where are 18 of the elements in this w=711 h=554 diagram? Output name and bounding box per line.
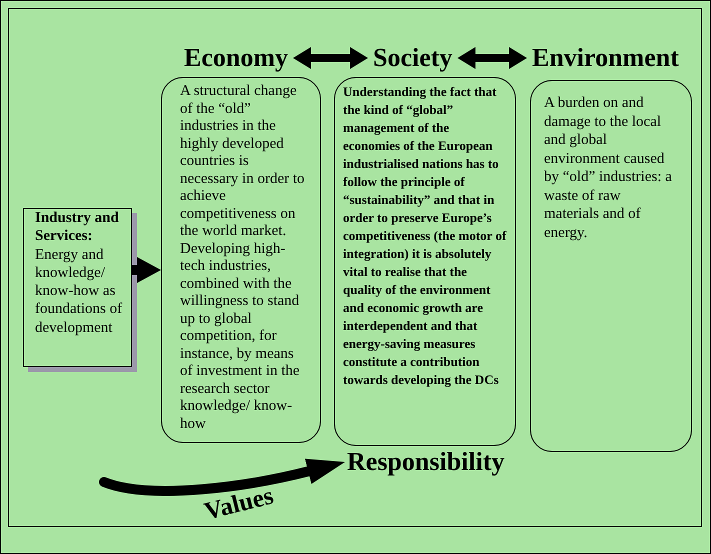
edge-label: Values	[202, 483, 276, 525]
box-text: Energy and knowledge/ know-how as foundations of development	[35, 246, 124, 338]
heading-text: Society	[373, 43, 452, 73]
panel-text: Understanding the fact that the kind of “global” management of the economies of the European industrialised nations has to follow the principle of “sustainability” and that in order to preserve Europe’s competitiveness (the motor of integration) it is absolutely vital to realise that the quality of the environment and economic growth are interdependent and that energy-saving measures constitute a contribution towards developing the DCs	[343, 83, 508, 389]
panel-text: A burden on and damage to the local and global environment caused by “old” industries: a waste of raw materials and of energy.	[544, 94, 673, 242]
heading-text: Economy	[184, 43, 288, 73]
arrow	[132, 257, 161, 283]
rounded-panel	[161, 77, 321, 443]
double-arrow	[457, 47, 527, 69]
heading-text: Environment	[532, 43, 679, 73]
box-heading: Industry and Services:	[35, 209, 120, 246]
curved-arrow	[99, 458, 346, 496]
heading-text: Responsibility	[347, 447, 504, 477]
rounded-panel	[530, 80, 692, 452]
rounded-panel	[334, 77, 516, 446]
process-box	[23, 208, 132, 367]
panel-text: A structural change of the “old” industries in the highly developed countries is necessary in order to achieve competitiveness on the world market. Developing high-tech industries, combined with the willingness to stand up to global competition, for instance, by means of investment in the research sector knowledge/ know-how	[180, 83, 306, 433]
double-arrow	[293, 47, 368, 69]
